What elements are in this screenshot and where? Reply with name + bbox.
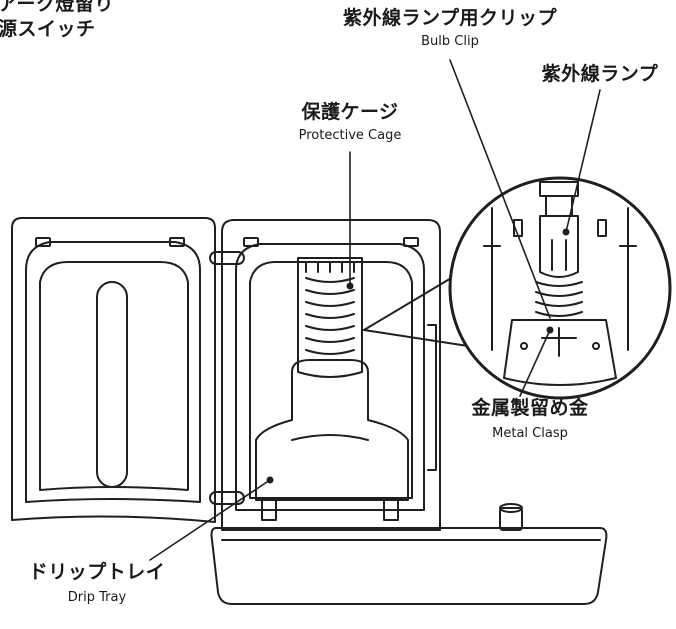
power-switch-label-line2: 源スイッチ xyxy=(0,17,96,40)
drip-tray-label: ドリップトレイ Drip Tray xyxy=(22,562,172,605)
protective-cage-label-en: Protective Cage xyxy=(298,127,402,143)
bulb-clip-label-jp: 紫外線ランプ用クリップ xyxy=(343,7,557,29)
leader-uv-lamp xyxy=(565,89,601,233)
protective-cage-label-jp: 保護ケージ xyxy=(301,101,399,123)
metal-clasp-label-en: Metal Clasp xyxy=(492,425,568,441)
left-door xyxy=(11,217,216,523)
zoom-inset xyxy=(363,176,672,400)
leader-bulb-clip xyxy=(449,59,551,319)
power-switch-label: アーク燈留り 源スイッチ xyxy=(0,0,114,40)
uv-lamp-label: 紫外線ランプ xyxy=(525,64,675,85)
drip-tray xyxy=(255,359,409,521)
metal-clasp-label-jp: 金属製留め金 xyxy=(471,397,589,419)
leader-drip-tray xyxy=(149,479,271,561)
power-switch-label-line1: アーク燈留り xyxy=(0,0,114,15)
leader-metal-clasp xyxy=(519,329,551,397)
main-housing xyxy=(221,219,441,531)
unit-base xyxy=(210,503,608,605)
bulb-clip-label: 紫外線ランプ用クリップ Bulb Clip xyxy=(330,8,570,49)
drip-tray-label-jp: ドリップトレイ xyxy=(28,561,166,583)
drip-tray-label-en: Drip Tray xyxy=(67,589,127,605)
uv-lamp-label-jp: 紫外線ランプ xyxy=(541,63,659,85)
leader-lines xyxy=(149,59,601,561)
bulb-clip-label-en: Bulb Clip xyxy=(421,33,479,49)
metal-clasp-label: 金属製留め金 Metal Clasp xyxy=(455,398,605,441)
protective-cage-label: 保護ケージ Protective Cage xyxy=(270,102,430,143)
